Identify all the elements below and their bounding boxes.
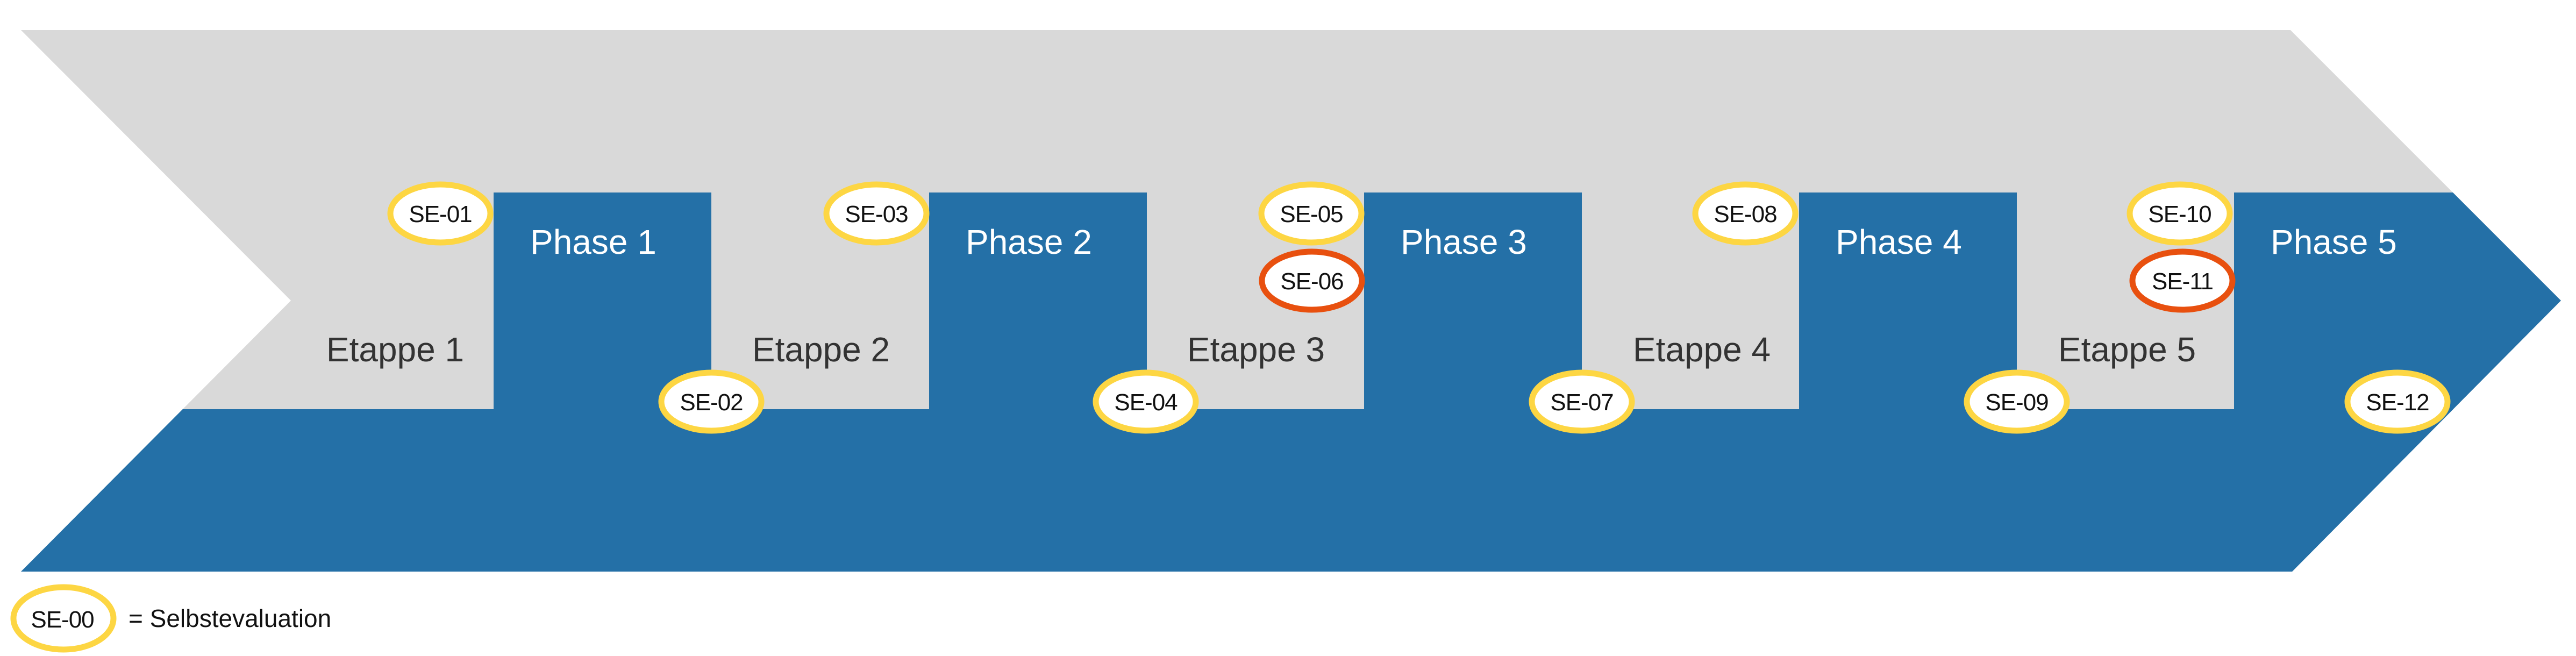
se-marker: SE-11 — [2129, 248, 2236, 313]
marker-label: SE-05 — [1280, 201, 1343, 227]
marker-label: SE-10 — [2148, 201, 2211, 227]
marker-ellipse — [1964, 369, 2070, 434]
marker-ellipse — [2344, 369, 2451, 434]
se-marker: SE-12 — [2344, 369, 2451, 434]
marker-ellipse — [2129, 248, 2236, 313]
marker-ellipse — [1258, 181, 1365, 246]
se-marker: SE-04 — [1093, 369, 1199, 434]
se-marker: SE-07 — [1529, 369, 1635, 434]
marker-ellipse — [1692, 181, 1799, 246]
marker-label: SE-04 — [1114, 389, 1178, 416]
etappe-4-label: Etappe 4 — [1633, 330, 1771, 369]
blue-track — [21, 192, 2561, 572]
phase-1-block — [494, 192, 711, 413]
se-marker: SE-02 — [658, 369, 765, 434]
phase-2-block — [929, 192, 1147, 413]
phase-3-label: Phase 3 — [1401, 223, 1527, 261]
marker-label: SE-02 — [680, 389, 743, 416]
legend: SE-00 = Selbstevaluation — [10, 584, 331, 653]
phase-4-label: Phase 4 — [1836, 223, 1962, 261]
etappe-2-label: Etappe 2 — [752, 330, 890, 369]
se-marker: SE-03 — [823, 181, 930, 246]
marker-label: SE-08 — [1714, 201, 1776, 227]
phase-2-label: Phase 2 — [966, 223, 1092, 261]
marker-label: SE-06 — [1280, 268, 1343, 295]
marker-ellipse — [387, 181, 494, 246]
se-marker: SE-08 — [1692, 181, 1799, 246]
marker-ellipse — [2127, 181, 2233, 246]
marker-ellipse — [658, 369, 765, 434]
marker-label: SE-09 — [1985, 389, 2048, 416]
se-marker: SE-05 — [1258, 181, 1365, 246]
etappe-5-label: Etappe 5 — [2058, 330, 2196, 369]
phase-4-block — [1799, 192, 2017, 413]
se-marker: SE-10 — [2127, 181, 2233, 246]
legend-marker-label: SE-00 — [31, 607, 94, 633]
se-marker: SE-09 — [1964, 369, 2070, 434]
legend-marker-ellipse — [10, 584, 117, 653]
etappe-1-label: Etappe 1 — [326, 330, 464, 369]
marker-label: SE-01 — [409, 201, 472, 227]
legend-text: = Selbstevaluation — [129, 604, 331, 632]
marker-ellipse — [1529, 369, 1635, 434]
marker-ellipse — [1259, 248, 1365, 313]
phase-1-label: Phase 1 — [530, 223, 657, 261]
blue-base-band — [21, 409, 2561, 572]
se-marker: SE-01 — [387, 181, 494, 246]
phase-5-label: Phase 5 — [2271, 223, 2397, 261]
phase-3-block — [1364, 192, 1582, 413]
marker-ellipse — [823, 181, 930, 246]
marker-label: SE-03 — [845, 201, 908, 227]
marker-label: SE-11 — [2152, 268, 2213, 295]
marker-label: SE-07 — [1550, 389, 1613, 416]
marker-ellipse — [1093, 369, 1199, 434]
etappe-3-label: Etappe 3 — [1187, 330, 1325, 369]
marker-label: SE-12 — [2366, 389, 2429, 416]
se-marker: SE-06 — [1259, 248, 1365, 313]
